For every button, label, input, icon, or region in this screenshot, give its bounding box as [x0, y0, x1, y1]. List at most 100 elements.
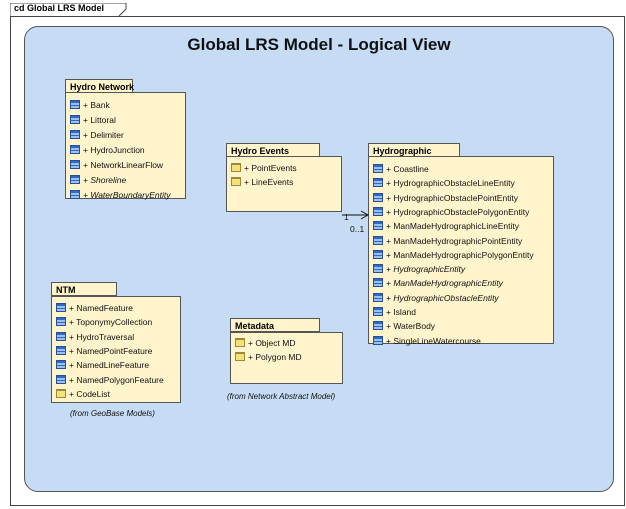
ntm-item[interactable]: + CodeList: [56, 388, 110, 402]
class-icon: [70, 145, 80, 154]
hydrographic-item[interactable]: + HydrographicObstaclePointEntity: [373, 192, 518, 206]
package-ntm[interactable]: + NamedFeature + ToponymyCollection + Hydr…: [51, 296, 184, 406]
item-label: + Coastline: [386, 164, 429, 174]
item-label: + NamedPolygonFeature: [69, 374, 164, 385]
ntm-item[interactable]: + ToponymyCollection: [56, 316, 152, 330]
target-multiplicity: 0..1: [350, 224, 365, 234]
item-label: + NamedPointFeature: [69, 345, 153, 356]
package-icon: [235, 338, 245, 347]
hydro-network-item[interactable]: + WaterBoundaryEntity: [70, 189, 171, 203]
hydrographic-item[interactable]: + ManMadeHydrographicPolygonEntity: [373, 249, 534, 263]
ntm-item[interactable]: + NamedLineFeature: [56, 359, 149, 373]
class-icon: [70, 100, 80, 109]
package-tab-hydrographic[interactable]: Hydrographic: [368, 143, 462, 158]
item-label: + LineEvents: [244, 177, 294, 187]
ntm-item[interactable]: + NamedFeature: [56, 302, 133, 316]
hydro-network-item[interactable]: + Shoreline: [70, 174, 126, 188]
hydrographic-item[interactable]: + HydrographicObstacleEntity: [373, 292, 499, 306]
item-label: + Polygon MD: [248, 352, 302, 362]
class-icon: [56, 303, 66, 312]
package-tab-ntm[interactable]: NTM: [51, 282, 119, 297]
frame-tab: cd Global LRS Model: [10, 3, 132, 17]
item-label: + HydrographicObstaclePointEntity: [386, 192, 519, 203]
class-icon: [373, 178, 383, 188]
package-tab-metadata[interactable]: Metadata: [230, 318, 322, 333]
hydrographic-item[interactable]: + HydrographicObstacleLineEntity: [373, 177, 515, 191]
item-label: + ToponymyCollection: [69, 317, 153, 328]
class-icon: [56, 360, 66, 370]
class-icon: [56, 345, 66, 355]
item-label: + Island: [386, 307, 417, 317]
class-icon: [373, 206, 383, 216]
hydrographic-item[interactable]: + SingleLineWatercourse: [373, 335, 481, 349]
class-icon: [373, 264, 383, 274]
item-label: + Delimiter: [83, 130, 124, 140]
hydro-network-item[interactable]: + NetworkLinearFlow: [70, 159, 163, 173]
class-icon: [373, 164, 383, 173]
package-hydro-network[interactable]: + Bank + Littoral + Delimiter + HydroJuncti…: [65, 92, 189, 202]
item-label: + HydroTraversal: [69, 331, 135, 342]
hydrographic-item[interactable]: + HydrographicObstaclePolygonEntity: [373, 206, 529, 220]
class-icon: [373, 307, 383, 316]
item-label: + ManMadeHydrographicEntity: [386, 278, 503, 289]
package-metadata[interactable]: + Object MD + Polygon MD: [230, 332, 346, 387]
source-multiplicity: 1: [344, 212, 349, 222]
package-tab-hydro-events[interactable]: Hydro Events: [226, 143, 322, 158]
item-label: + CodeList: [69, 388, 110, 399]
hydro-network-item[interactable]: + Littoral: [70, 114, 116, 128]
item-label: + NamedLineFeature: [69, 360, 150, 371]
class-icon: [373, 321, 383, 331]
class-icon: [70, 175, 80, 184]
item-label: + Object MD: [248, 338, 296, 348]
item-label: + Shoreline: [83, 175, 127, 185]
class-icon: [373, 249, 383, 259]
ntm-item[interactable]: + NamedPointFeature: [56, 345, 152, 359]
class-icon: [373, 278, 383, 288]
package-tab-hydro-network[interactable]: Hydro Network: [65, 79, 135, 94]
metadata-caption: (from Network Abstract Model): [227, 392, 336, 401]
class-icon: [373, 192, 383, 202]
metadata-item[interactable]: + Polygon MD: [235, 351, 302, 365]
frame-tab-outline: [10, 3, 127, 17]
item-label: + HydroJunction: [83, 145, 145, 155]
item-label: + HydrographicObstacleLineEntity: [386, 178, 515, 189]
package-hydrographic[interactable]: + Coastline + HydrographicObstacleLineEnt…: [368, 156, 557, 347]
hydrographic-item[interactable]: + ManMadeHydrographicPointEntity: [373, 235, 522, 249]
class-icon: [70, 130, 80, 139]
class-icon: [70, 115, 80, 124]
hydrographic-item[interactable]: + Coastline: [373, 163, 429, 177]
hydrographic-item[interactable]: + HydrographicEntity: [373, 263, 465, 277]
item-label: + NamedFeature: [69, 303, 134, 313]
ntm-item[interactable]: + NamedPolygonFeature: [56, 374, 164, 388]
item-label: + HydrographicObstacleEntity: [386, 292, 499, 303]
item-label: + HydrographicEntity: [386, 264, 466, 275]
ntm-item[interactable]: + HydroTraversal: [56, 331, 134, 345]
hydrographic-item[interactable]: + ManMadeHydrographicLineEntity: [373, 220, 519, 234]
item-label: + Bank: [83, 100, 110, 110]
hydro-events-item[interactable]: + PointEvents: [231, 162, 297, 176]
hydro-network-item[interactable]: + Delimiter: [70, 129, 124, 143]
package-hydro-events[interactable]: + PointEvents + LineEvents: [226, 156, 345, 215]
package-icon: [231, 163, 241, 172]
diagram-title: Global LRS Model - Logical View: [187, 35, 451, 54]
hydrographic-item[interactable]: + Island: [373, 306, 416, 320]
item-label: + ManMadeHydrographicPolygonEntity: [386, 249, 534, 260]
hydro-network-item[interactable]: + HydroJunction: [70, 144, 145, 158]
frame-label: cd Global LRS Model: [14, 3, 105, 13]
hydro-events-item[interactable]: + LineEvents: [231, 176, 293, 190]
class-icon: [56, 374, 66, 384]
hydro-network-item[interactable]: + Bank: [70, 99, 110, 113]
hydrographic-item[interactable]: + WaterBody: [373, 320, 435, 334]
item-label: + SingleLineWatercourse: [386, 335, 481, 346]
association-arrow[interactable]: [340, 205, 372, 225]
package-icon: [235, 352, 245, 361]
class-icon: [373, 335, 383, 345]
class-icon: [373, 235, 383, 245]
hydrographic-item[interactable]: + ManMadeHydrographicEntity: [373, 277, 503, 291]
item-label: + WaterBoundaryEntity: [83, 190, 171, 200]
class-icon: [56, 317, 66, 327]
item-label: + PointEvents: [244, 163, 297, 173]
class-icon: [70, 160, 80, 169]
item-label: + HydrographicObstaclePolygonEntity: [386, 206, 530, 217]
metadata-item[interactable]: + Object MD: [235, 337, 295, 351]
